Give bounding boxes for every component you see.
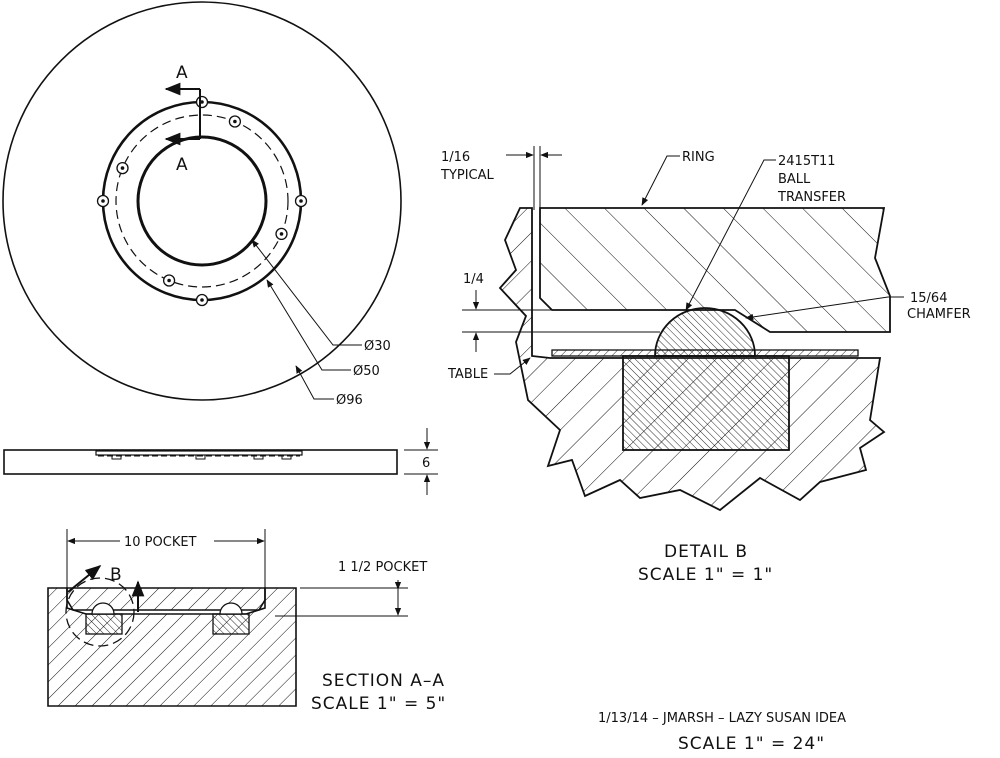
section-scale: SCALE 1" = 5" (311, 694, 446, 714)
side-view: 6 (3, 428, 438, 495)
bolt-hole-center (279, 232, 284, 236)
detail-ball-housing (622, 355, 790, 451)
part-line2: BALL (778, 172, 811, 187)
title-line: 1/13/14 – JMARSH – LAZY SUSAN IDEA (598, 711, 846, 726)
section-label-a-top: A (176, 63, 189, 83)
bolt-hole-center (200, 100, 204, 104)
bolt-hole-center (101, 199, 105, 203)
bolt-hole-center (233, 119, 237, 124)
side-view-balls (111, 454, 292, 460)
leader-d50 (266, 279, 351, 371)
overall-scale: SCALE 1" = 24" (678, 734, 825, 754)
detail-callout-b: B (110, 565, 123, 585)
dim-d50: Ø50 (353, 364, 380, 379)
ring-strip (95, 450, 303, 456)
bolt-hole-center (167, 278, 171, 283)
dim-quarter: 1/4 (463, 272, 484, 287)
plan-view: A A Ø30 Ø50 Ø96 (2, 1, 402, 408)
disc-edge (3, 449, 398, 475)
dim-gap-value: 1/16 (441, 150, 470, 165)
part-number: 2415T11 (778, 154, 836, 169)
section-a-a: B 10 POCKET 1 1/2 POCKET SECTION A–A SCA… (47, 529, 446, 714)
ring-outer-edge (101, 100, 303, 302)
chamfer-note: CHAMFER (907, 307, 971, 322)
bolt-hole-center (200, 298, 204, 302)
section-line-a-a (164, 82, 201, 146)
chamfer-value: 15/64 (910, 291, 947, 306)
bolt-hole-center (299, 199, 303, 203)
detail-ball (654, 307, 756, 357)
ball-transfer-left (85, 613, 123, 635)
dim-gap-note: TYPICAL (440, 168, 495, 183)
outer-disc (2, 1, 402, 401)
dim-pocket-width: 10 POCKET (124, 535, 197, 550)
dim-d30: Ø30 (364, 339, 391, 354)
dim-d96: Ø96 (336, 393, 363, 408)
dim-pocket-depth: 1 1/2 POCKET (338, 560, 427, 575)
inner-hole (136, 135, 268, 267)
ball-left (91, 602, 115, 615)
detail-ring (539, 207, 891, 333)
section-title: SECTION A–A (322, 671, 445, 691)
ball-transfer-right (212, 613, 250, 635)
detail-title: DETAIL B (664, 542, 748, 562)
bolt-holes (96, 95, 308, 307)
leader-d30 (251, 239, 362, 346)
dim-thickness: 6 (422, 456, 430, 471)
part-line3: TRANSFER (777, 190, 846, 205)
title-block: 1/13/14 – JMARSH – LAZY SUSAN IDEA SCALE… (598, 711, 846, 754)
label-table: TABLE (447, 367, 488, 382)
ball-right (219, 602, 243, 615)
bolt-circle (115, 114, 289, 288)
leader-d96 (295, 365, 334, 400)
section-label-a-bottom: A (176, 155, 189, 175)
label-ring: RING (682, 150, 715, 165)
bolt-hole-center (120, 166, 125, 170)
detail-b: 1/16 TYPICAL RING 2415T11 BALL TRANSFER … (440, 146, 971, 585)
detail-scale: SCALE 1" = 1" (638, 565, 773, 585)
